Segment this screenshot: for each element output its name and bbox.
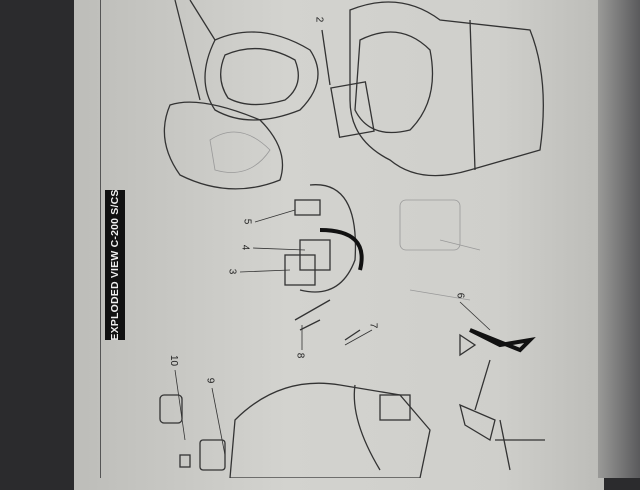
diagram-title: EXPLODED VIEW C-200 S/CS [105, 189, 125, 341]
part-5 [294, 199, 321, 216]
callout-8: 8 [294, 352, 306, 359]
lid [163, 101, 284, 190]
hose [299, 184, 357, 293]
callout-3: 3 [226, 268, 238, 275]
callout-5: 5 [241, 218, 253, 225]
margin-rule [100, 0, 101, 478]
part-6 [469, 328, 536, 353]
callout-6: 6 [454, 292, 466, 299]
exploded-view-drawing [159, 1, 544, 478]
part-4 [299, 239, 331, 271]
page-edge-shadow [598, 0, 640, 478]
part-9 [199, 439, 226, 471]
part-10 [159, 394, 183, 424]
manual-page [74, 0, 604, 490]
callout-9: 9 [204, 377, 216, 384]
seat-ring [204, 31, 319, 121]
callout-7: 7 [367, 322, 379, 329]
callout-10: 10 [168, 354, 180, 367]
tank [349, 1, 544, 177]
callout-4: 4 [239, 244, 251, 251]
callout-2: 2 [313, 16, 325, 23]
base-housing [229, 382, 431, 478]
